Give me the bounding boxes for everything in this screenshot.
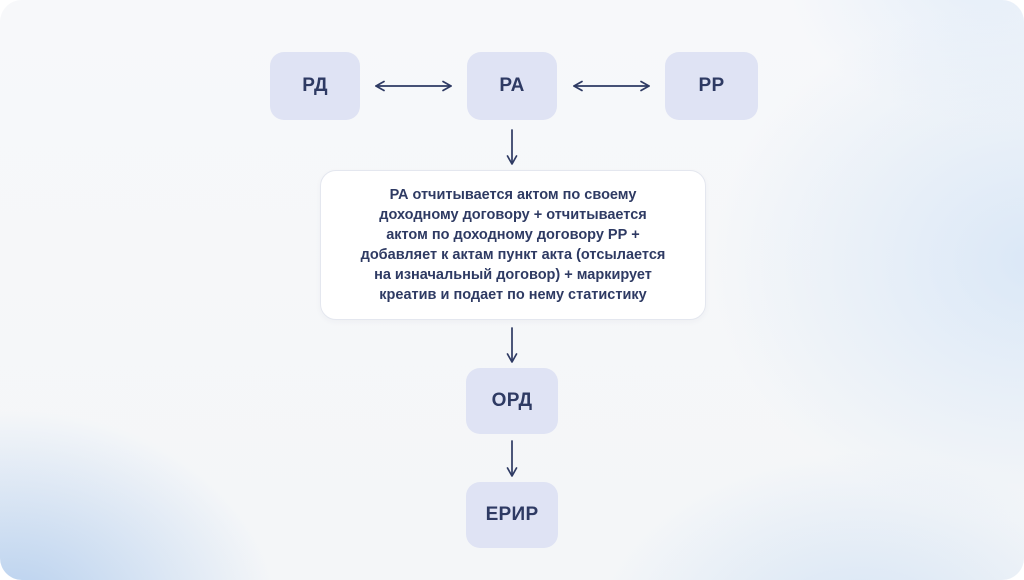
- arrow-down-note-to-ord-icon: [506, 327, 518, 363]
- note-line: на изначальный договор) + маркирует: [374, 267, 652, 283]
- double-arrow-rd-ra-icon: [375, 80, 452, 92]
- double-arrow-ra-rr-icon: [573, 80, 650, 92]
- arrow-down-ra-to-note-icon: [506, 129, 518, 165]
- note-line: добавляет к актам пункт акта (отсылается: [360, 247, 666, 263]
- node-rd: РД: [270, 52, 360, 120]
- arrow-down-ord-to-erir-icon: [506, 440, 518, 477]
- node-ra: РА: [467, 52, 557, 120]
- node-rr: РР: [665, 52, 758, 120]
- node-erir: ЕРИР: [466, 482, 558, 548]
- note-line: актом по доходному договору РР +: [386, 227, 640, 243]
- note-line: РА отчитывается актом по своему: [389, 187, 637, 203]
- node-ord: ОРД: [466, 368, 558, 434]
- note-line: креатив и подает по нему статистику: [379, 287, 647, 303]
- note-box: РА отчитывается актом по своему доходном…: [320, 170, 706, 320]
- note-line: доходному договору + отчитывается: [379, 207, 647, 223]
